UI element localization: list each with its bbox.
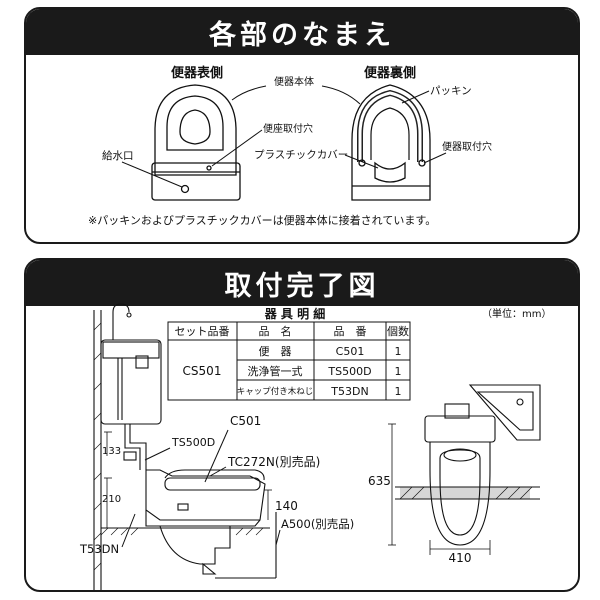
installation-panel: 取付完了図	[24, 258, 580, 592]
packing-label: パッキン	[430, 85, 472, 97]
bowl-front-illustration	[151, 84, 241, 201]
parts-table	[167, 321, 411, 401]
table-row1-code: C501	[336, 345, 365, 358]
table-header-qty: 個数	[387, 325, 409, 338]
table-row1-qty: 1	[395, 345, 402, 358]
callout-tc272n: TC272N(別売品)	[227, 454, 320, 469]
table-row3-name: キャップ付き木ねじ	[237, 386, 314, 397]
table-row3-qty: 1	[395, 385, 402, 398]
table-row1-name: 便 器	[259, 345, 292, 358]
body-leader-left	[231, 85, 267, 101]
packing-leader	[401, 90, 430, 104]
table-header-name: 品 名	[259, 324, 292, 338]
parts-names-panel: 各部のなまえ	[24, 7, 580, 244]
callout-a500-leader	[275, 529, 281, 546]
seat-hole-leader	[211, 129, 263, 167]
bowl-hole-leader	[423, 152, 447, 164]
callout-c501: C501	[230, 414, 261, 428]
toilet-body-label: 便器本体	[274, 75, 314, 88]
parts-names-title: 各部のなまえ	[26, 9, 578, 55]
table-header-code: 品 番	[334, 325, 367, 338]
unit-label: （単位：mm）	[482, 307, 551, 320]
bowl-hole-label: 便器取付穴	[442, 140, 492, 153]
table-row2-qty: 1	[395, 365, 402, 378]
seat-hole-label: 便座取付穴	[263, 122, 313, 135]
plastic-cover-label: プラスチックカバー	[254, 149, 348, 161]
installation-title: 取付完了図	[26, 260, 578, 306]
callout-t53dn: T53DN	[79, 542, 119, 556]
callout-a500: A500(別売品)	[281, 517, 354, 531]
front-side-label: 便器表側	[171, 65, 223, 81]
dim-140: 140	[275, 499, 298, 513]
plastic-cover-leader	[344, 154, 379, 169]
bowl-back-illustration	[351, 84, 431, 201]
parts-table-title: 器 具 明 細	[264, 306, 326, 321]
back-side-label: 便器裏側	[364, 65, 416, 81]
dim-210: 210	[102, 494, 121, 505]
adhesive-note: ※パッキンおよびプラスチックカバーは便器本体に接着されています。	[88, 213, 436, 227]
callout-c501-leader	[204, 429, 229, 483]
supply-port-leader	[121, 161, 183, 188]
callout-ts500d: TS500D	[171, 436, 215, 449]
callout-ts500d-leader	[144, 447, 171, 461]
plan-wall-hatch	[399, 486, 533, 500]
callout-tc272n-leader	[209, 466, 227, 477]
plan-view-illustration	[388, 384, 541, 555]
table-row3-code: T53DN	[330, 385, 368, 398]
table-set-number: CS501	[183, 364, 222, 378]
table-row2-code: TS500D	[327, 365, 371, 378]
table-row2-name: 洗浄管一式	[248, 364, 303, 378]
supply-port-label: 給水口	[102, 149, 134, 162]
callout-t53dn-leader	[121, 513, 136, 548]
table-header-set: セット品番	[175, 325, 230, 338]
dim-635: 635	[368, 474, 391, 488]
dim-410: 410	[449, 551, 472, 565]
body-leader-right	[321, 85, 361, 105]
dim-133: 133	[102, 446, 121, 457]
floor-hatch	[93, 322, 264, 571]
